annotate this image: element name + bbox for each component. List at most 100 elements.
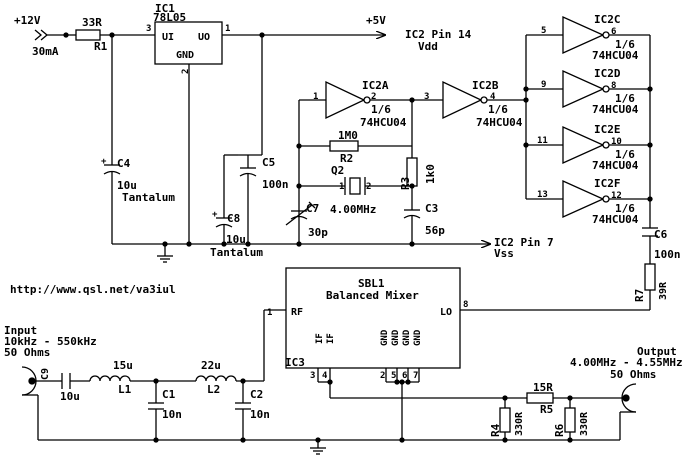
sbl1-gnd1: GND bbox=[380, 329, 390, 346]
ic2f-pin-in: 13 bbox=[537, 190, 548, 200]
sbl1-gnd3: GND bbox=[402, 329, 412, 346]
output-impedance: 50 Ohms bbox=[610, 368, 656, 381]
sbl1-mixer bbox=[285, 267, 461, 369]
ic1-gnd: GND bbox=[176, 50, 194, 61]
ic2d-pin-in: 9 bbox=[541, 80, 546, 90]
ic1-pin-in: 3 bbox=[146, 24, 151, 34]
ic2a-ref: IC2A bbox=[362, 79, 389, 92]
q2-crystal bbox=[349, 177, 361, 195]
sbl1-lo: LO bbox=[440, 307, 452, 318]
sbl1-name: Balanced Mixer bbox=[326, 289, 419, 302]
ic1-ui: UI bbox=[162, 32, 174, 43]
ic2d-inverter bbox=[562, 69, 605, 109]
c4-type: Tantalum bbox=[122, 191, 175, 204]
c7-ref: C7 bbox=[306, 202, 319, 215]
c8-value: 10u bbox=[226, 233, 246, 246]
ic2a-frac: 1/6 bbox=[371, 103, 391, 116]
r3-value: 1k0 bbox=[424, 164, 437, 184]
r7-resistor bbox=[644, 263, 656, 291]
ic2e-frac: 1/6 bbox=[615, 148, 635, 161]
c8-plus: + bbox=[212, 210, 218, 220]
supply-input-arrow bbox=[34, 29, 49, 41]
r2-value: 1M0 bbox=[338, 129, 358, 142]
sbl1-pin-g4: 7 bbox=[413, 371, 418, 381]
sbl1-if1: IF bbox=[315, 333, 325, 344]
ic2c-pin-out: 6 bbox=[611, 27, 616, 37]
sbl1-pin-g1: 2 bbox=[380, 371, 385, 381]
ic2e-ref: IC2E bbox=[594, 123, 621, 136]
c4-ref: C4 bbox=[117, 157, 131, 170]
ic2b-inverter bbox=[442, 80, 483, 120]
input-impedance: 50 Ohms bbox=[4, 346, 50, 359]
ic2c-frac: 1/6 bbox=[615, 38, 635, 51]
ic2f-part: 74HCU04 bbox=[592, 213, 639, 226]
ic2a-pin-in: 1 bbox=[313, 92, 318, 102]
l1-ref: L1 bbox=[118, 383, 132, 396]
c9-value: 10u bbox=[60, 390, 80, 403]
r3-ref: R3 bbox=[399, 177, 412, 190]
vdd-note-line2: Vdd bbox=[418, 40, 438, 53]
sbl1-gnd2: GND bbox=[391, 329, 401, 346]
ic2c-ref: IC2C bbox=[594, 13, 621, 26]
c8-ref: C8 bbox=[227, 212, 240, 225]
vss-note-line1: IC2 Pin 7 bbox=[494, 236, 554, 249]
sbl1-rf: RF bbox=[291, 307, 303, 318]
c9-ref: C9 bbox=[40, 368, 51, 380]
r6-ref: R6 bbox=[553, 423, 566, 437]
output-connector-icon bbox=[621, 383, 637, 413]
sbl1-ref: SBL1 bbox=[358, 277, 385, 290]
ic1-uo: UO bbox=[198, 32, 210, 43]
ic2a-inverter bbox=[325, 80, 366, 120]
q2-pin1: 1 bbox=[339, 182, 344, 192]
ic2d-ref: IC2D bbox=[594, 67, 621, 80]
ic2d-part: 74HCU04 bbox=[592, 103, 639, 116]
sbl1-gnd4: GND bbox=[413, 329, 423, 346]
r6-value: 330R bbox=[579, 411, 590, 436]
ic2b-part: 74HCU04 bbox=[476, 116, 523, 129]
ic1-ref: IC1 bbox=[155, 2, 175, 15]
vdd-note-line1: IC2 Pin 14 bbox=[405, 28, 472, 41]
sbl1-pin-lo: 8 bbox=[463, 300, 468, 310]
r7-value: 39R bbox=[658, 281, 669, 300]
r7-ref: R7 bbox=[633, 289, 646, 302]
c7-trimmer bbox=[290, 215, 308, 220]
l1-value: 15u bbox=[113, 359, 133, 372]
r4-value: 330R bbox=[514, 411, 525, 436]
c4-capacitor bbox=[103, 170, 121, 175]
input-label: Input bbox=[4, 324, 37, 337]
sbl1-pin-rf: 1 bbox=[267, 308, 272, 318]
l2-inductor bbox=[195, 375, 237, 382]
c3-value: 56p bbox=[425, 224, 445, 237]
c5-value: 100n bbox=[262, 178, 289, 191]
l2-value: 22u bbox=[201, 359, 221, 372]
r1-resistor bbox=[75, 29, 101, 41]
ic3-ref: IC3 bbox=[285, 356, 305, 369]
c4-plus: + bbox=[101, 157, 107, 167]
r4-ref: R4 bbox=[489, 423, 502, 437]
ic2b-pin-in: 3 bbox=[424, 92, 429, 102]
ic2c-inverter bbox=[562, 15, 605, 55]
sbl1-if2: IF bbox=[326, 333, 336, 344]
r2-ref: R2 bbox=[340, 152, 353, 165]
q2-ref: Q2 bbox=[331, 164, 344, 177]
ic2e-inverter bbox=[562, 125, 605, 165]
ic1-pin-out: 1 bbox=[225, 24, 230, 34]
c1-value: 10n bbox=[162, 408, 182, 421]
r5-ref: R5 bbox=[540, 403, 553, 416]
c2-ref: C2 bbox=[250, 388, 263, 401]
l2-ref: L2 bbox=[207, 383, 220, 396]
l1-inductor bbox=[89, 375, 131, 382]
c3-ref: C3 bbox=[425, 202, 438, 215]
c8-type: Tantalum bbox=[210, 246, 263, 259]
c8-capacitor bbox=[215, 223, 233, 228]
r1-ref: R1 bbox=[94, 40, 108, 53]
sbl1-pin-g2: 5 bbox=[391, 371, 396, 381]
supply-voltage-label: +12V bbox=[14, 14, 41, 27]
ic2f-ref: IC2F bbox=[594, 177, 621, 190]
ic2f-pin-out: 12 bbox=[611, 191, 622, 201]
vss-note-line2: Vss bbox=[494, 247, 514, 260]
ic2e-part: 74HCU04 bbox=[592, 159, 639, 172]
ic2d-pin-out: 8 bbox=[611, 81, 616, 91]
r5-resistor bbox=[526, 392, 554, 404]
